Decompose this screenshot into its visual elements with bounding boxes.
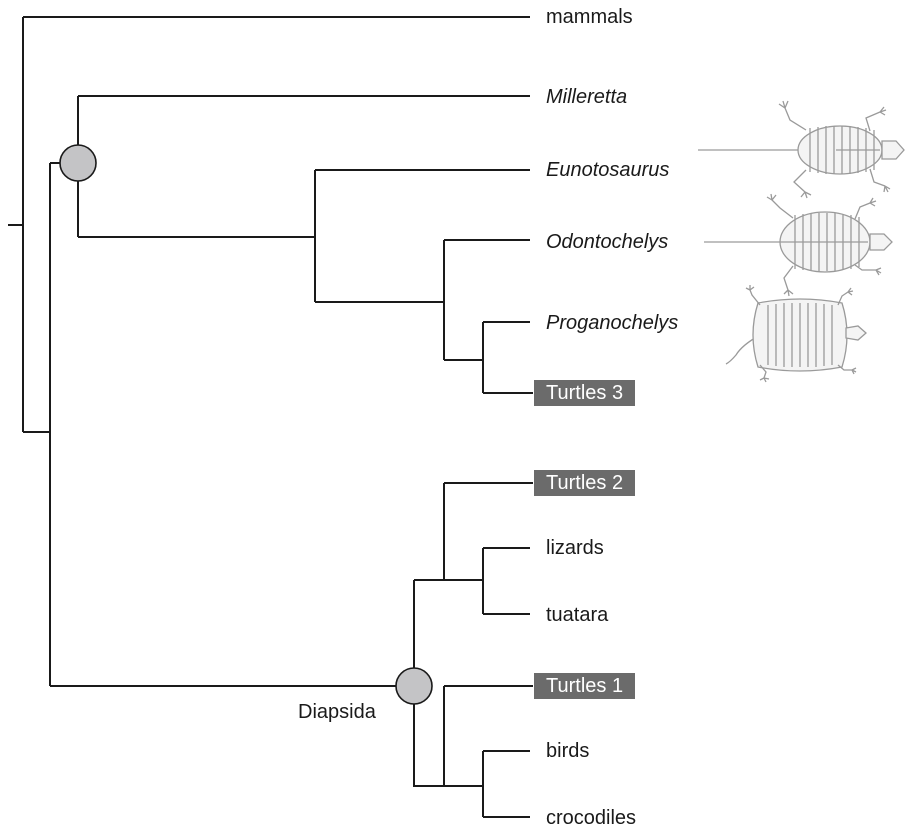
proganochelys-skeleton-illustration (725, 285, 867, 383)
taxon-label-crocodiles: crocodiles (546, 807, 637, 829)
eunotosaurus-skeleton-illustration (698, 100, 905, 199)
odontochelys-skeleton-illustration (704, 193, 893, 297)
taxon-label-tuatara: tuatara (546, 604, 609, 626)
taxon-label-turtles-3: Turtles 3 (534, 380, 636, 406)
taxon-label-turtles-2: Turtles 2 (534, 470, 636, 496)
taxon-label-lizards: lizards (546, 537, 604, 559)
taxon-label-turtles-1: Turtles 1 (534, 673, 636, 699)
node-marker-diapsida (395, 667, 433, 705)
clade-label-diapsida: Diapsida (298, 701, 376, 723)
taxon-label-odontochelys: Odontochelys (546, 231, 669, 253)
taxon-label-mammals: mammals (546, 6, 633, 28)
branch-diapsida-lower (413, 703, 444, 787)
taxon-label-proganochelys: Proganochelys (546, 312, 679, 334)
taxon-label-eunotosaurus: Eunotosaurus (546, 159, 670, 181)
taxon-label-milleretta: Milleretta (546, 86, 628, 108)
taxon-label-birds: birds (546, 740, 590, 762)
node-marker-parareptile (59, 144, 97, 182)
